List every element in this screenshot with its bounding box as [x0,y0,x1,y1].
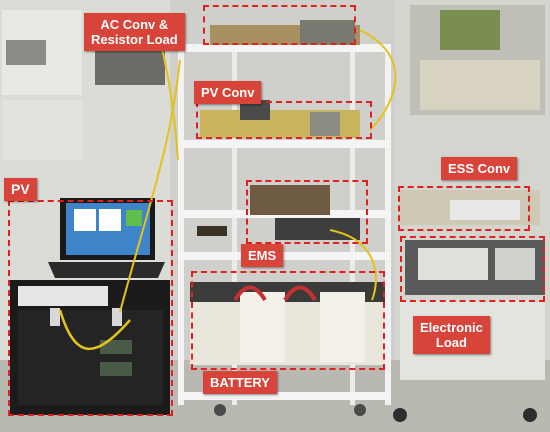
ac-conv-outline [203,5,356,45]
ems-outline [246,180,368,244]
pv-label: PV [4,178,37,201]
electronic-load-outline [400,236,545,302]
ess-conv-outline [398,186,530,231]
ess-conv-label: ESS Conv [441,157,518,180]
battery-label: BATTERY [203,371,277,394]
pv-outline [8,200,173,416]
ac-conv-label: AC Conv & Resistor Load [84,13,185,51]
ems-label: EMS [241,244,284,267]
electronic-load-label: Electronic Load [413,316,490,354]
pv-conv-outline [196,101,372,139]
battery-outline [191,271,385,370]
pv-conv-label: PV Conv [194,81,262,104]
